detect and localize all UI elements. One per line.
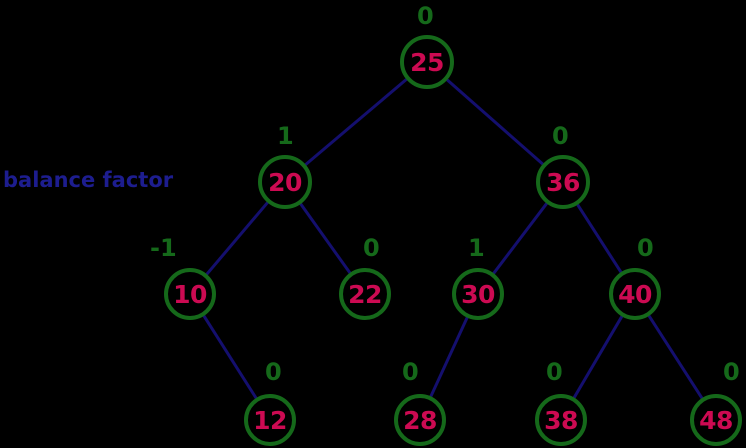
balance-factor-28: 0 — [402, 358, 419, 386]
tree-edge — [298, 201, 352, 276]
tree-edge — [647, 313, 704, 401]
tree-node-38[interactable]: 38 — [535, 394, 587, 446]
balance-factor-20: 1 — [277, 122, 294, 150]
tree-edge — [575, 202, 623, 275]
tree-node-36[interactable]: 36 — [536, 155, 590, 209]
tree-node-25[interactable]: 25 — [400, 35, 454, 89]
node-key-label: 25 — [410, 47, 444, 77]
node-key-label: 38 — [544, 405, 578, 435]
tree-edge — [201, 313, 259, 401]
balance-factor-12: 0 — [265, 358, 282, 386]
tree-node-20[interactable]: 20 — [258, 155, 312, 209]
tree-edge — [572, 314, 624, 400]
balance-factor-caption: balance factor — [3, 168, 174, 192]
tree-node-22[interactable]: 22 — [339, 268, 391, 320]
balance-factor-40: 0 — [637, 234, 654, 262]
balance-factor-22: 0 — [363, 234, 380, 262]
balance-factor-25: 0 — [417, 2, 434, 30]
node-key-label: 30 — [461, 279, 495, 309]
tree-node-10[interactable]: 10 — [164, 268, 216, 320]
node-key-label: 36 — [546, 167, 580, 197]
balance-factor-10: -1 — [150, 234, 177, 262]
tree-node-28[interactable]: 28 — [394, 394, 446, 446]
node-key-label: 28 — [403, 405, 437, 435]
tree-edge — [491, 201, 549, 276]
node-key-label: 48 — [699, 405, 733, 435]
tree-node-12[interactable]: 12 — [244, 394, 296, 446]
balance-factor-38: 0 — [546, 358, 563, 386]
tree-edge — [428, 315, 470, 399]
balance-factor-48: 0 — [723, 358, 740, 386]
tree-edge — [204, 200, 270, 277]
tree-node-48[interactable]: 48 — [690, 394, 742, 446]
balance-factor-36: 0 — [552, 122, 569, 150]
node-key-label: 10 — [173, 279, 207, 309]
tree-node-30[interactable]: 30 — [452, 268, 504, 320]
node-key-label: 20 — [268, 167, 302, 197]
node-key-label: 22 — [348, 279, 382, 309]
tree-edge — [303, 77, 409, 167]
node-key-label: 12 — [253, 405, 287, 435]
node-key-label: 40 — [618, 279, 652, 309]
tree-node-40[interactable]: 40 — [609, 268, 661, 320]
balance-factor-30: 1 — [468, 234, 485, 262]
tree-edge — [444, 77, 546, 167]
